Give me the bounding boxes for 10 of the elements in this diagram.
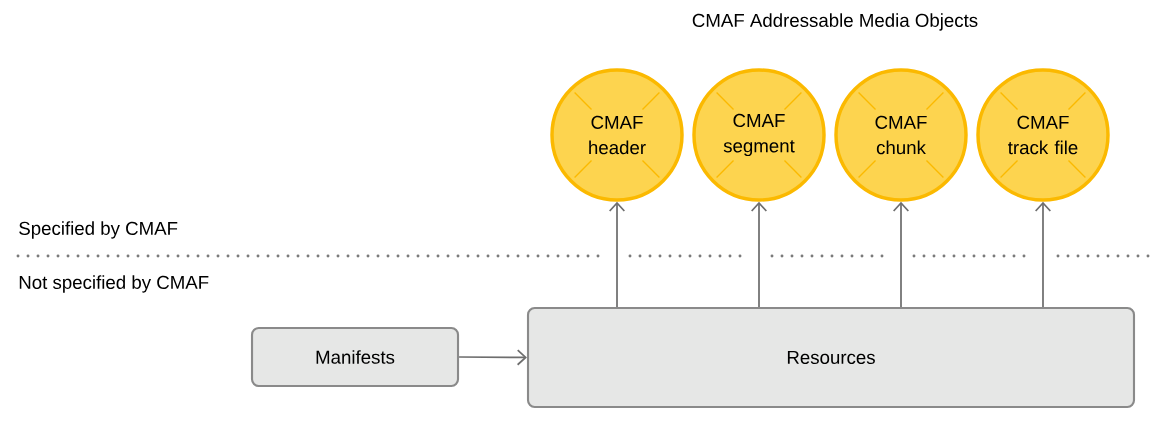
region-label: Specified by CMAF [19, 221, 178, 239]
arrow [608, 201, 626, 308]
process-box: Resources [526, 306, 1136, 409]
arrow [892, 201, 910, 308]
region-label: Not specified by CMAF [19, 275, 209, 293]
process-box: Manifests [250, 326, 460, 388]
arrow [1034, 201, 1052, 308]
arrow [750, 201, 768, 308]
arrow [458, 349, 527, 366]
group-heading: CMAF Addressable Media Objects [692, 13, 978, 31]
